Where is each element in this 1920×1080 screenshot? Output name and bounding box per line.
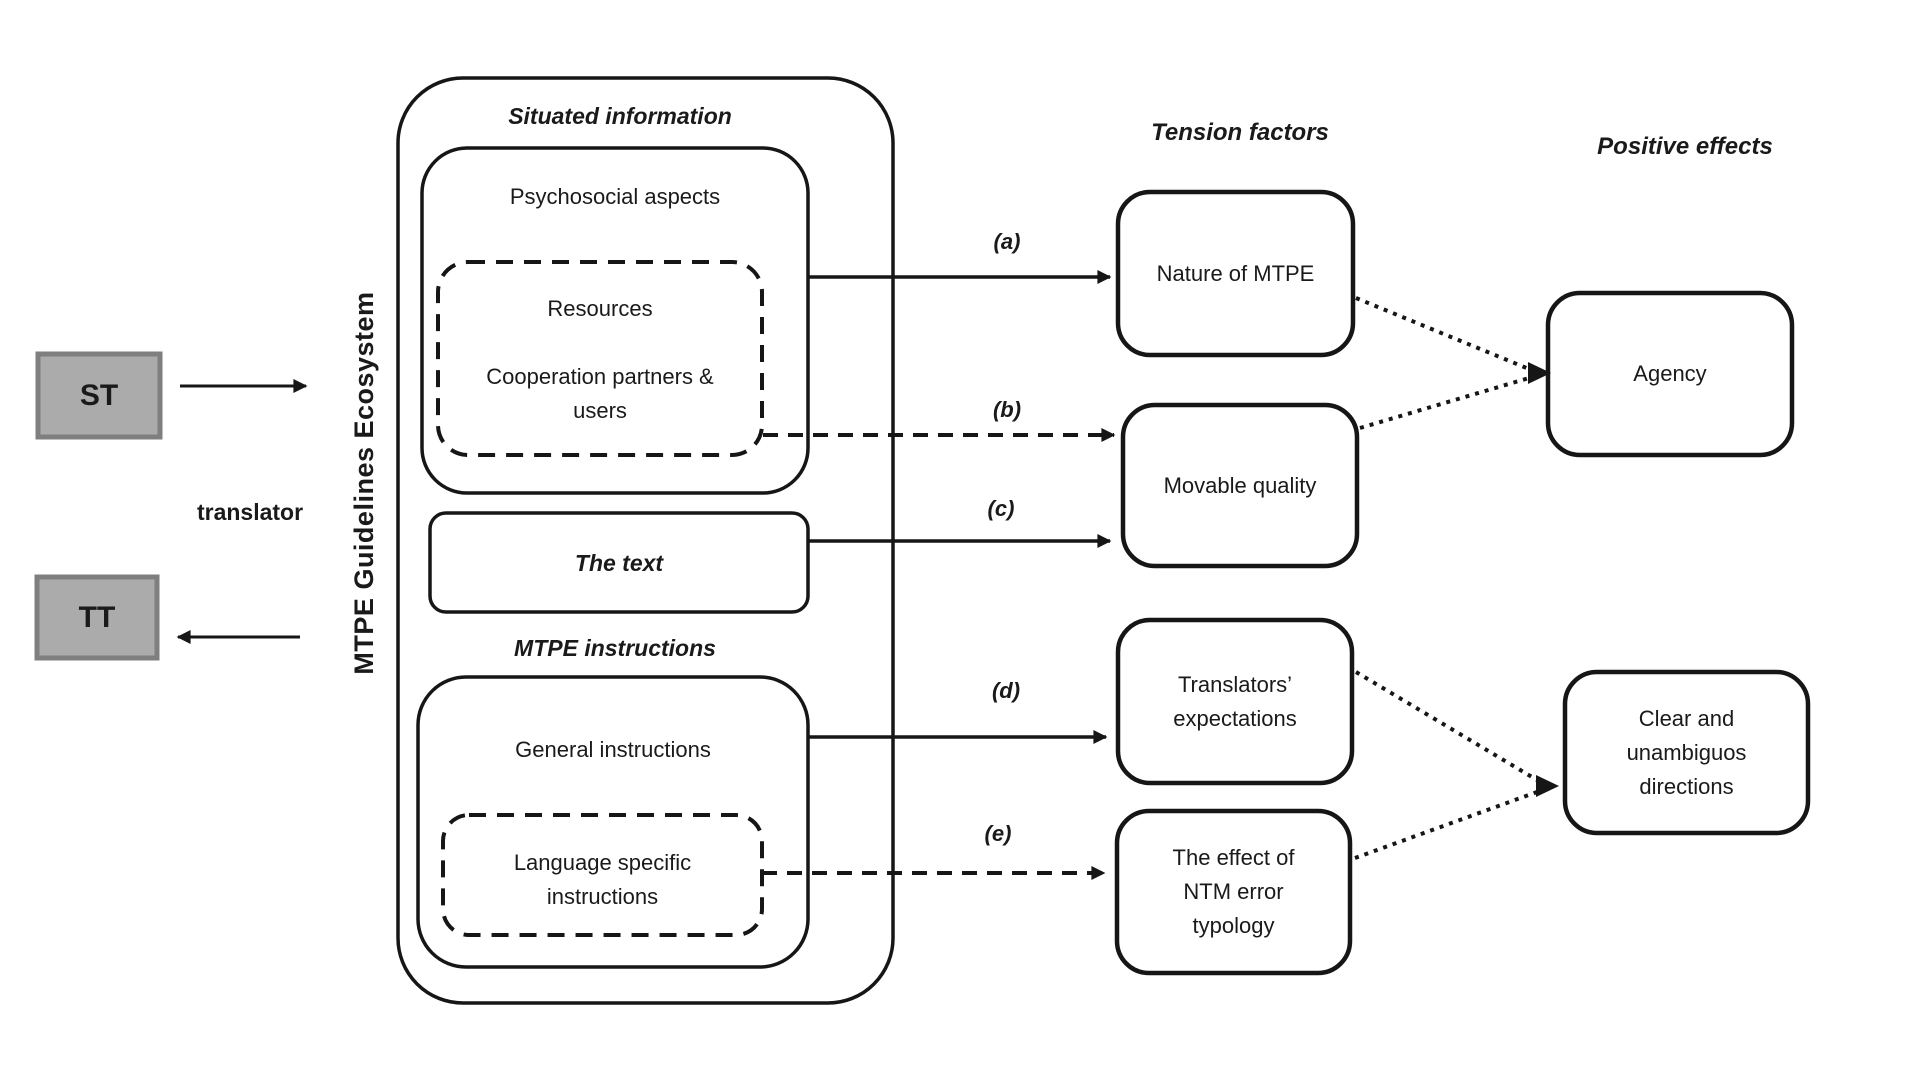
translators-expectations-label: Translators’ expectations: [1173, 671, 1297, 731]
arrow-label-d: (d): [991, 678, 1021, 703]
movable-quality-box: [1120, 402, 1360, 569]
nature-of-mtpe-box: [1115, 189, 1356, 358]
arrow-label-b: (b): [992, 397, 1022, 422]
tt-box: [34, 574, 160, 661]
agency-label: Agency: [1633, 361, 1707, 386]
the-text-box: [428, 511, 810, 614]
cooperation-partners-label: Cooperation partners & users: [486, 364, 714, 423]
clear-directions-label: Clear and unambiguos directions: [1626, 705, 1747, 799]
ntm-error-typology-box: [1114, 808, 1353, 976]
general-instructions-label: General instructions: [515, 737, 711, 762]
tension-factors-title: Tension factors: [1151, 119, 1329, 146]
mtpe-instructions-title: MTPE instructions: [514, 635, 716, 661]
movable-to-agency-dotted: [1359, 376, 1530, 430]
resources-cooperation-dashed-box: [436, 260, 764, 457]
ntm-to-clear-dotted: [1354, 790, 1538, 860]
translators-expectations-box: [1115, 617, 1355, 786]
resources-label: Resources: [547, 296, 653, 321]
psychosocial-aspects-label: Psychosocial aspects: [509, 184, 721, 209]
clear-arrowhead: [1536, 775, 1559, 797]
translator-label: translator: [196, 499, 304, 525]
st-box: [35, 351, 163, 440]
situated-information-title: Situated information: [508, 103, 732, 129]
tt-label: TT: [78, 600, 116, 634]
language-specific-label: Language specific instructions: [513, 850, 692, 909]
arrow-label-c: (c): [987, 496, 1015, 521]
clear-directions-box: [1562, 669, 1811, 836]
st-label: ST: [79, 378, 119, 412]
nature-of-mtpe-label: Nature of MTPE: [1156, 260, 1315, 286]
agency-arrowhead: [1528, 362, 1551, 384]
translators-to-clear-dotted: [1354, 670, 1539, 782]
arrow-label-e: (e): [984, 821, 1012, 846]
positive-effects-title: Positive effects: [1597, 133, 1773, 160]
movable-quality-label: Movable quality: [1163, 472, 1317, 498]
ecosystem-vertical-title: MTPE Guidelines Ecosystem: [349, 291, 379, 675]
nature-to-agency-dotted: [1355, 296, 1530, 371]
ntm-error-typology-label: The effect of NTM error typology: [1172, 845, 1295, 938]
the-text-label: The text: [574, 549, 664, 576]
arrow-label-a: (a): [993, 229, 1021, 254]
